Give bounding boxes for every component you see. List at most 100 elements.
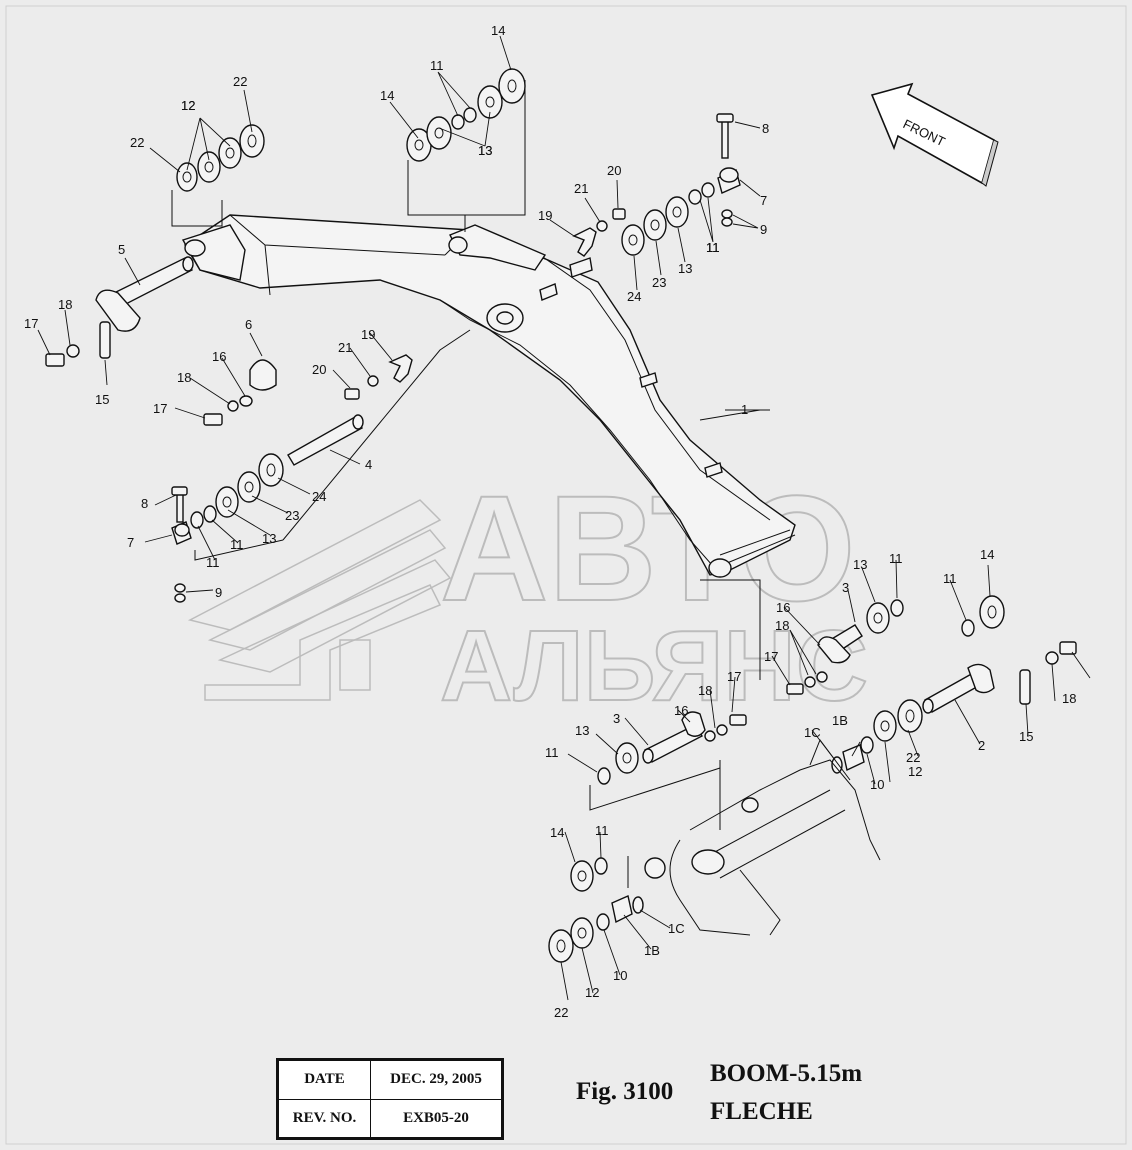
callout: 19 — [361, 327, 375, 342]
callout: 16 — [776, 600, 790, 615]
callout: 1B — [832, 713, 848, 728]
pin-4 — [287, 414, 364, 466]
callout: 11 — [595, 823, 609, 838]
callout: 14 — [550, 825, 564, 840]
front-direction-arrow: FRONT — [870, 82, 999, 187]
callout: 21 — [338, 340, 352, 355]
callout: 18 — [177, 370, 191, 385]
callout: 11 — [706, 240, 720, 255]
callout: 24 — [312, 489, 326, 504]
callout: 13 — [853, 557, 867, 572]
callout: 7 — [760, 193, 767, 208]
pin-3-lower — [597, 711, 747, 785]
callout: 13 — [678, 261, 692, 276]
pin-2 — [922, 641, 1077, 714]
watermark-line1: АВТО — [440, 464, 856, 632]
bushing-group-right — [831, 699, 923, 774]
callout: 1C — [804, 725, 821, 740]
callout: 12 — [181, 98, 195, 113]
rev-value: EXB05-20 — [370, 1098, 502, 1138]
bracket-19-mid — [344, 354, 413, 400]
part-callouts: 1 2 3 3 4 5 6 7 7 8 8 9 9 10 10 11 11 11… — [24, 23, 1076, 1020]
figure-title-en: BOOM-5.15m — [710, 1060, 863, 1087]
callout: 8 — [141, 496, 148, 511]
pin-3-upper — [786, 624, 863, 695]
callout: 13 — [575, 723, 589, 738]
washer-stack-bottom — [548, 857, 644, 963]
callout: 11 — [706, 240, 720, 255]
callout: 5 — [118, 242, 125, 257]
callout: 15 — [1019, 729, 1033, 744]
watermark: АВТО АЛЬЯНС — [187, 463, 869, 723]
callout: 3 — [842, 580, 849, 595]
callout: 7 — [127, 535, 134, 550]
callout: 11 — [889, 551, 903, 566]
callout: 10 — [613, 968, 627, 983]
callout: 22 — [554, 1005, 568, 1020]
date-label: DATE — [278, 1060, 371, 1100]
callout: 11 — [206, 555, 220, 570]
washer-stack-top-left — [171, 124, 265, 227]
callout: 10 — [870, 777, 884, 792]
callout: 14 — [380, 88, 394, 103]
watermark-line2: АЛЬЯНС — [440, 610, 868, 722]
callout: 11 — [230, 537, 244, 552]
rev-label: REV. NO. — [278, 1098, 371, 1138]
callout: 11 — [430, 58, 444, 73]
callout: 24 — [627, 289, 641, 304]
washer-stack-lower-right — [866, 595, 1005, 637]
callout: 17 — [764, 649, 778, 664]
bolt-17-left — [45, 344, 80, 367]
callout: 17 — [153, 401, 167, 416]
callout: 18 — [58, 297, 72, 312]
callout: 16 — [212, 349, 226, 364]
title-block: DATE DEC. 29, 2005 REV. NO. EXB05-20 — [276, 1058, 504, 1140]
boom-body — [181, 214, 796, 578]
callout: 11 — [545, 745, 559, 760]
callout: 22 — [233, 74, 247, 89]
plate-15 — [99, 321, 111, 359]
callout: 11 — [943, 571, 957, 586]
callout: 20 — [607, 163, 621, 178]
callout: 1C — [668, 921, 685, 936]
callout: 1B — [644, 943, 660, 958]
figure-number: Fig. 3100 — [576, 1078, 674, 1105]
callout: 12 — [181, 98, 195, 113]
callout: 9 — [760, 222, 767, 237]
leader-lines — [37, 35, 1091, 1001]
callout: 21 — [574, 181, 588, 196]
callout: 15 — [95, 392, 109, 407]
callout: 17 — [24, 316, 38, 331]
callout: 1 — [741, 402, 748, 417]
callout: 22 — [130, 135, 144, 150]
watermark-logo — [187, 499, 452, 701]
callout: 19 — [538, 208, 552, 223]
callout: 18 — [775, 618, 789, 633]
callout: 23 — [652, 275, 666, 290]
callout: 16 — [674, 703, 688, 718]
callout: 14 — [491, 23, 505, 38]
callout: 4 — [365, 457, 372, 472]
callout: 20 — [312, 362, 326, 377]
arm-end — [644, 738, 881, 936]
washer-stack-top-center — [406, 68, 526, 232]
callout: 14 — [980, 547, 994, 562]
callout: 8 — [762, 121, 769, 136]
washer-stack-left-mid — [171, 453, 284, 603]
callout: 23 — [285, 508, 299, 523]
callout: 18 — [1062, 691, 1076, 706]
callout: 12 — [908, 764, 922, 779]
callout: 6 — [245, 317, 252, 332]
callout: 13 — [478, 143, 492, 158]
date-value: DEC. 29, 2005 — [370, 1060, 502, 1100]
callout: 9 — [215, 585, 222, 600]
callout: 17 — [727, 669, 741, 684]
washer-stack-upper-right — [621, 113, 741, 256]
figure-title-fr: FLECHE — [710, 1098, 813, 1125]
cover-6 — [203, 359, 277, 426]
callout: 18 — [698, 683, 712, 698]
callout: 13 — [478, 143, 492, 158]
pin-5 — [95, 256, 194, 332]
callout: 12 — [585, 985, 599, 1000]
